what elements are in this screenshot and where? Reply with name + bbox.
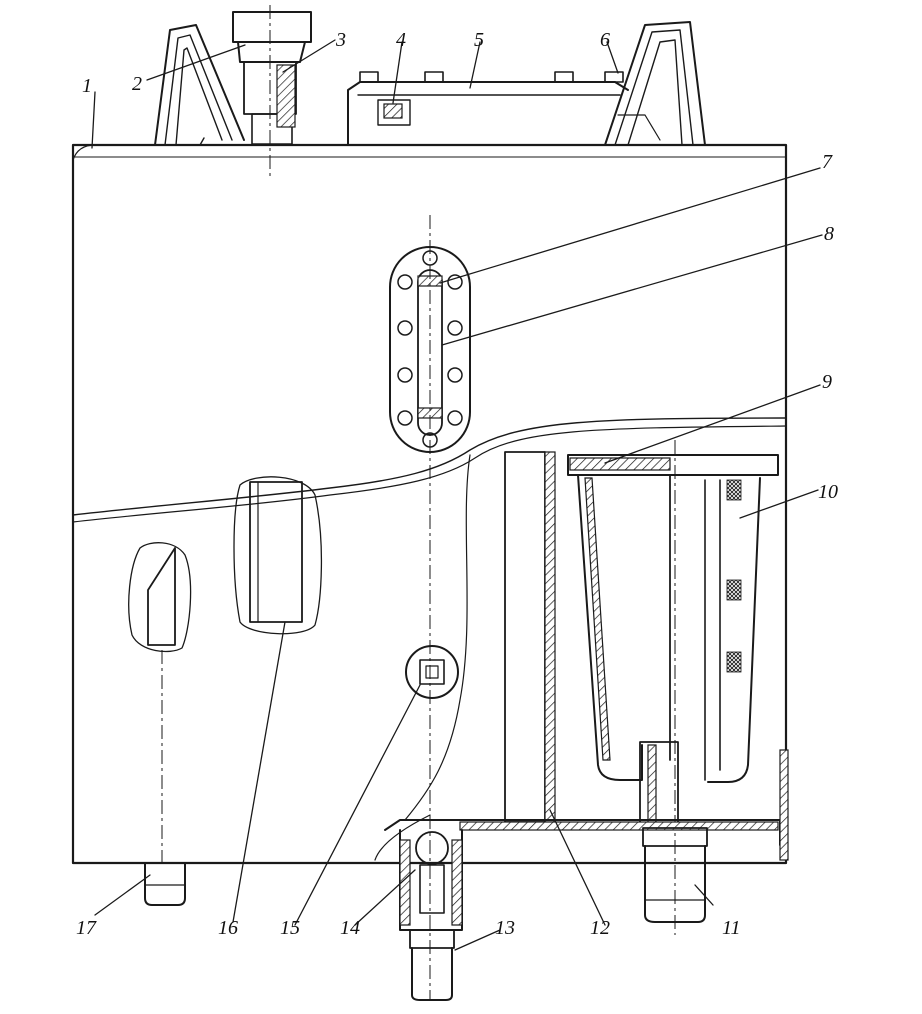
callout-14: 14 [340, 917, 360, 939]
tank-bottom [384, 749, 789, 861]
cover-bolts [359, 71, 624, 83]
suction-pipe-cutout [233, 476, 323, 635]
callout-3: 3 [335, 29, 346, 51]
callout-2: 2 [132, 73, 142, 95]
baffle [504, 451, 556, 823]
callout-5: 5 [474, 29, 484, 51]
callout-16: 16 [218, 917, 238, 939]
leader-lines [91, 39, 823, 951]
callout-1: 1 [82, 75, 92, 97]
filter-assembly [567, 440, 779, 935]
callout-10: 10 [818, 481, 838, 503]
section-break-line-2 [72, 425, 787, 523]
callout-17: 17 [76, 917, 97, 939]
callout-8: 8 [824, 223, 834, 245]
callout-7: 7 [822, 151, 833, 173]
callout-4: 4 [396, 29, 406, 51]
top-cover [347, 71, 629, 146]
filler-cap [232, 5, 312, 180]
callout-15: 15 [280, 917, 300, 939]
drain-valve [399, 829, 463, 1001]
right-bracket [604, 21, 706, 146]
callout-13: 13 [495, 917, 515, 939]
left-cutout [128, 542, 192, 865]
section-break-line [72, 417, 787, 516]
left-bracket [154, 24, 245, 146]
callout-6: 6 [600, 29, 610, 51]
magnetic-plug [405, 645, 459, 699]
sight-glass [389, 215, 471, 1000]
outlet-pipe [642, 827, 708, 923]
callout-12: 12 [590, 917, 610, 939]
callout-11: 11 [722, 917, 741, 939]
callout-labels: 1 2 3 4 5 6 7 8 9 10 11 12 13 14 15 16 1… [76, 29, 838, 939]
callout-9: 9 [822, 371, 832, 393]
intake-pipe [144, 862, 186, 906]
